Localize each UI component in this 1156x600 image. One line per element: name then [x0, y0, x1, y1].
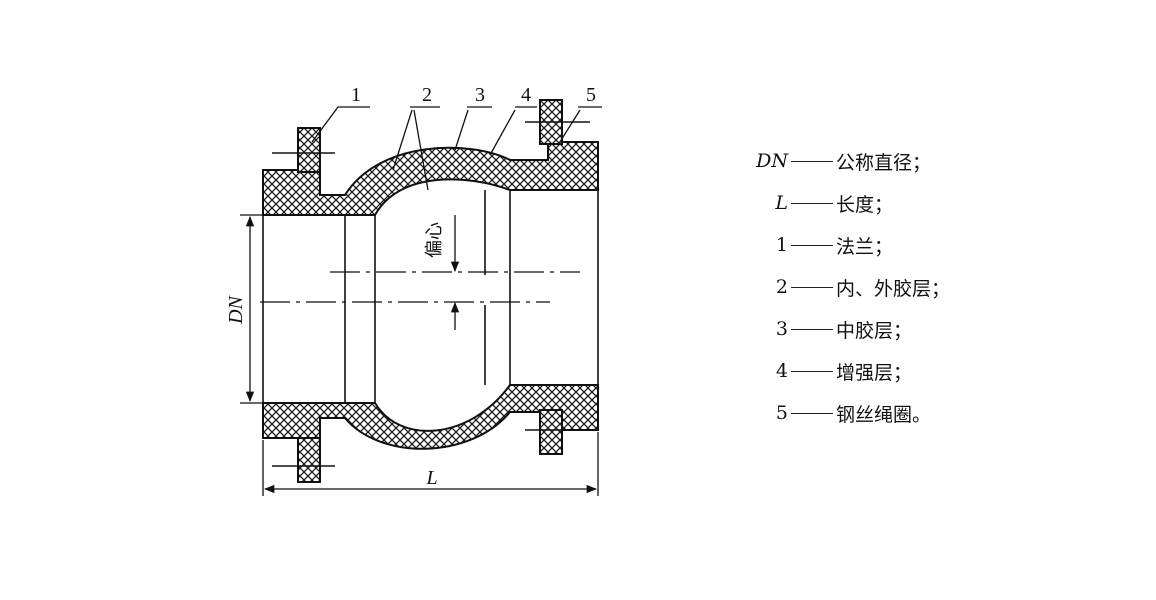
dn-label: DN	[225, 294, 247, 324]
legend-desc: 长度；	[836, 193, 894, 216]
offset-label: 偏心	[424, 222, 445, 258]
flange-right-top	[525, 99, 590, 145]
legend-key: 4	[775, 360, 788, 382]
legend-desc: 法兰；	[836, 235, 894, 258]
legend-dash	[791, 286, 833, 288]
legend-desc: 中胶层；	[836, 319, 913, 342]
legend-item: 4 增强层；	[740, 350, 950, 392]
legend-key: 5	[775, 402, 788, 424]
length-label: L	[425, 467, 437, 489]
callout-1: 1	[351, 84, 361, 106]
legend-item: 2 内、外胶层；	[740, 266, 950, 308]
legend-dash	[791, 412, 833, 414]
legend-item: 3 中胶层；	[740, 308, 950, 350]
flange-right-bottom	[525, 409, 590, 455]
flange-left-bottom	[272, 437, 335, 483]
legend-key: 1	[775, 234, 788, 256]
legend-item: 5 钢丝绳圈。	[740, 392, 950, 434]
legend-key: DN	[756, 150, 788, 172]
legend-desc: 钢丝绳圈。	[836, 403, 932, 426]
legend-dash	[791, 370, 833, 372]
flange-left-top	[272, 127, 335, 173]
legend: DN 公称直径； L 长度； 1 法兰； 2 内、外胶层； 3 中胶层； 4 增…	[740, 140, 950, 434]
legend-desc: 公称直径；	[836, 151, 932, 174]
callout-3: 3	[475, 84, 485, 106]
inner-bore-lines	[262, 190, 599, 403]
callout-5: 5	[586, 84, 596, 106]
legend-key: 2	[775, 276, 788, 298]
callout-4: 4	[521, 84, 531, 106]
callout-leaders	[311, 106, 602, 191]
dn-dimension	[240, 214, 262, 404]
legend-item: 1 法兰；	[740, 224, 950, 266]
callout-2: 2	[422, 84, 432, 106]
legend-item: DN 公称直径；	[740, 140, 950, 182]
legend-dash	[791, 202, 833, 204]
legend-item: L 长度；	[740, 182, 950, 224]
legend-key: L	[775, 192, 788, 214]
lower-rubber-body	[262, 384, 599, 450]
legend-key: 3	[775, 318, 788, 340]
legend-desc: 内、外胶层；	[836, 277, 951, 300]
centerlines	[260, 271, 580, 303]
legend-dash	[791, 244, 833, 246]
legend-desc: 增强层；	[836, 361, 913, 384]
legend-dash	[791, 160, 833, 162]
upper-rubber-body	[262, 141, 599, 216]
length-dimension	[262, 432, 599, 496]
legend-dash	[791, 328, 833, 330]
